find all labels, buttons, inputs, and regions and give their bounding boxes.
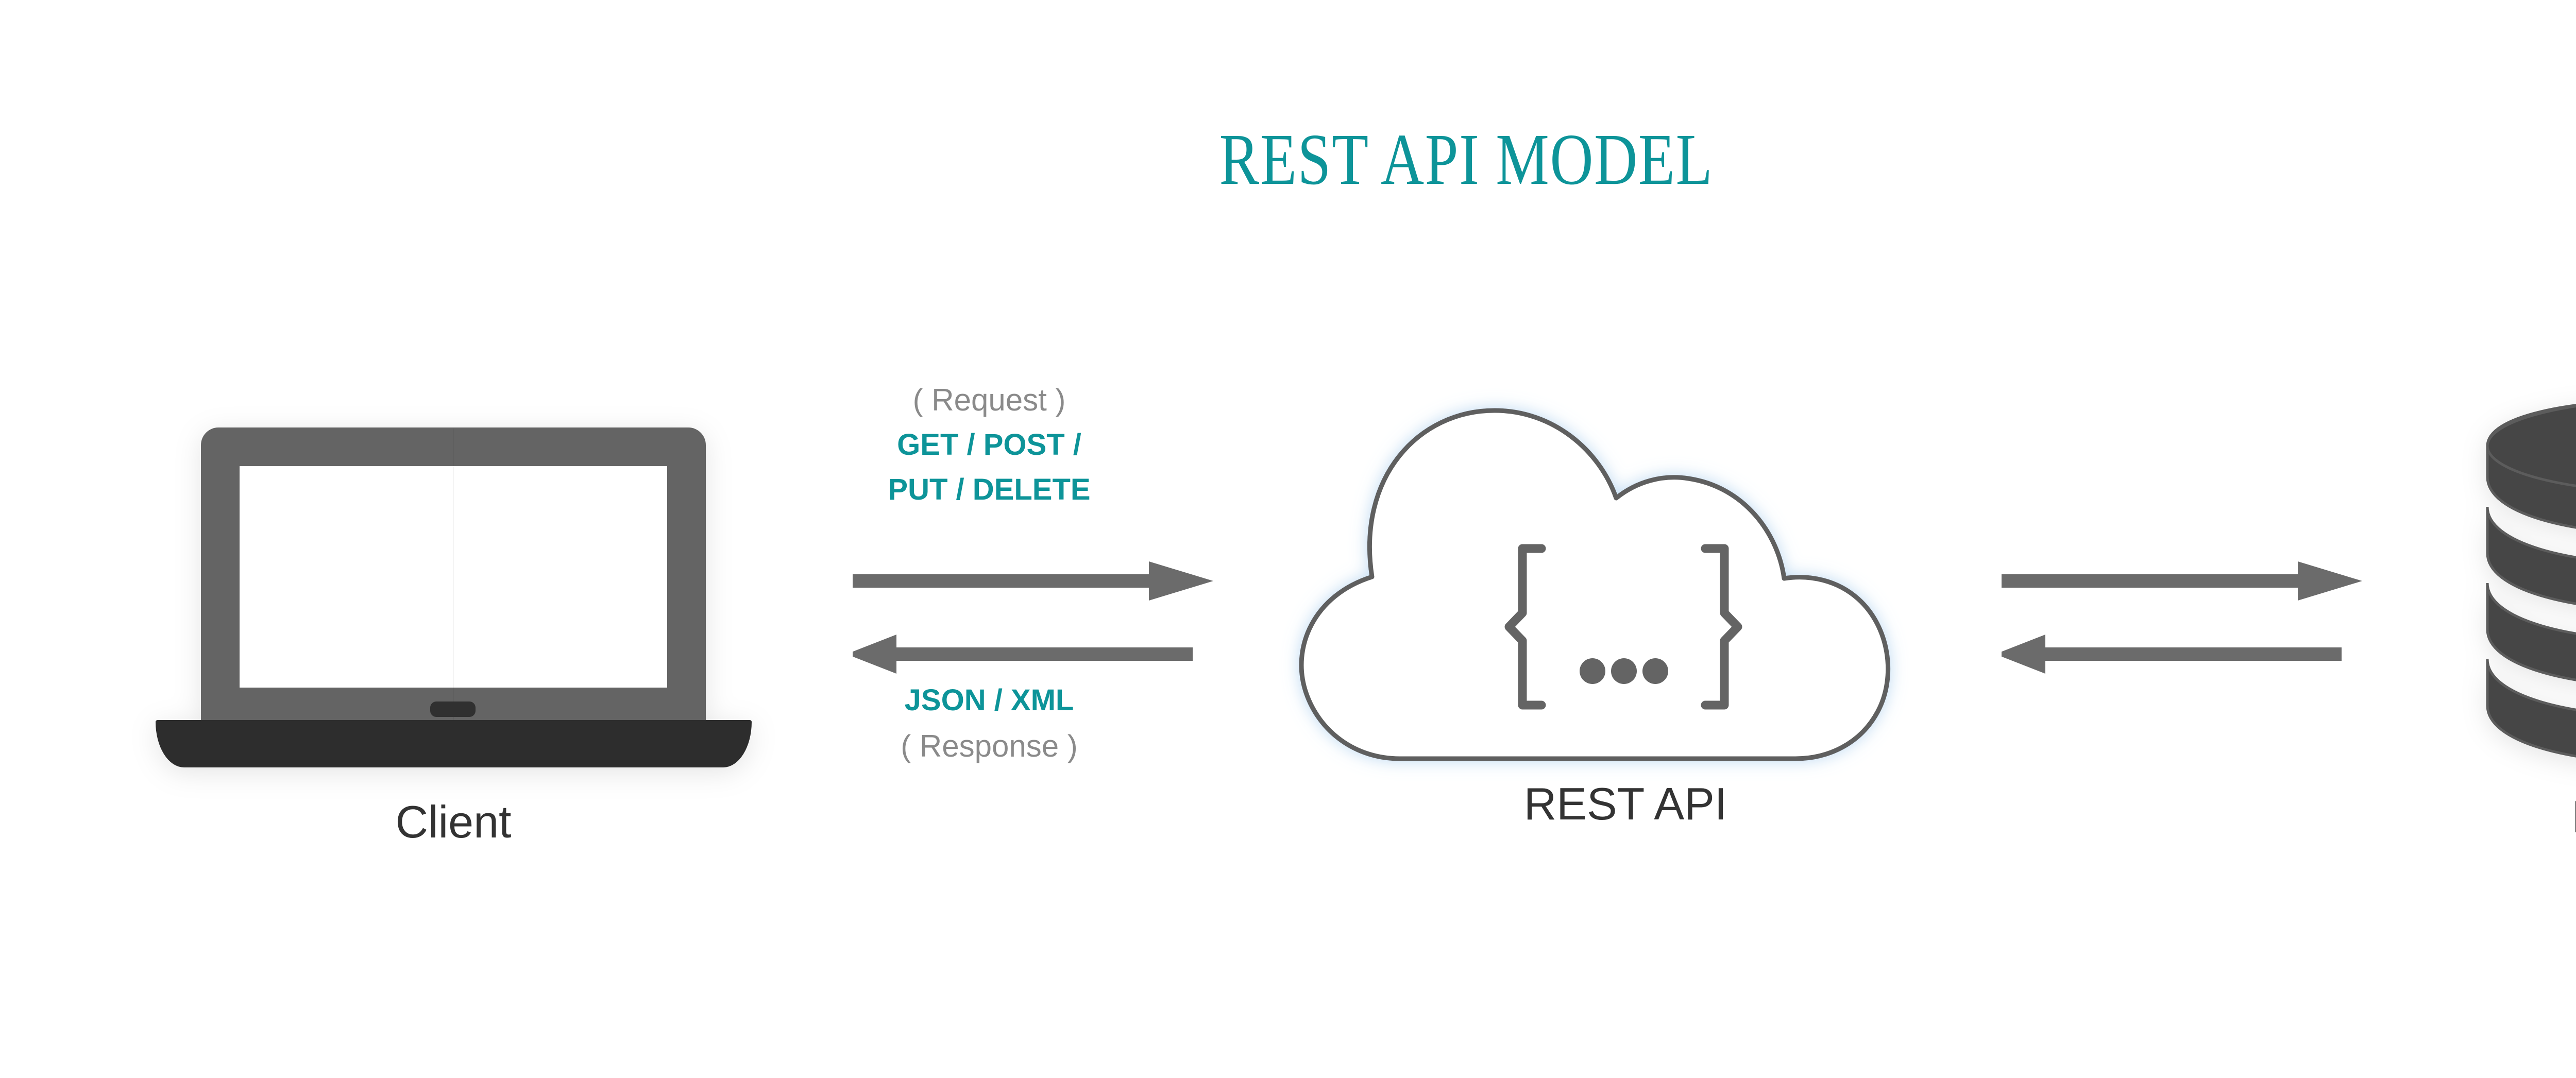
- arrow-left-icon: [2002, 635, 2342, 674]
- laptop-base: [156, 720, 752, 767]
- arrow-pair-client-api: [853, 559, 1213, 677]
- database-label: Database: [2473, 794, 2576, 840]
- rest-api-label: REST API: [1523, 778, 1727, 829]
- cloud-inner-braces: [1504, 544, 1742, 710]
- arrow-pair-api-database: [2002, 559, 2362, 677]
- cloud-outline: [1299, 408, 1891, 761]
- cloud-inner-dots: [1580, 658, 1668, 684]
- response-paren-label: ( Response ): [901, 728, 1078, 763]
- response-label-group: JSON / XML ( Response ): [732, 682, 1247, 765]
- request-paren-label: ( Request ): [912, 383, 1066, 417]
- response-formats-label: JSON / XML: [904, 683, 1074, 717]
- client-label: Client: [395, 796, 512, 847]
- cloud-icon: [1265, 379, 1986, 791]
- arrow-left-icon: [853, 635, 1193, 674]
- laptop-notch: [430, 701, 476, 717]
- laptop-screen-seam: [453, 429, 454, 733]
- database-top-ellipse: [2486, 405, 2576, 487]
- http-methods-line-1: GET / POST /: [897, 428, 1081, 462]
- database-cylinder-icon: [2473, 391, 2576, 773]
- request-label-group: ( Request ) GET / POST / PUT / DELETE: [732, 381, 1247, 508]
- arrow-right-icon: [2002, 561, 2362, 601]
- database-layer-2: [2486, 506, 2576, 605]
- node-database: Database: [2473, 391, 2576, 840]
- laptop-icon: [144, 412, 762, 773]
- arrow-right-icon: [853, 561, 1213, 601]
- node-rest-api: REST API: [1265, 379, 1986, 827]
- database-layer-4: [2486, 659, 2576, 758]
- http-methods-line-2: PUT / DELETE: [888, 472, 1091, 506]
- page-title: REST API MODEL: [1219, 118, 1714, 200]
- laptop-screen: [240, 466, 667, 688]
- node-client: Client: [144, 412, 762, 845]
- database-layer-3: [2486, 583, 2576, 681]
